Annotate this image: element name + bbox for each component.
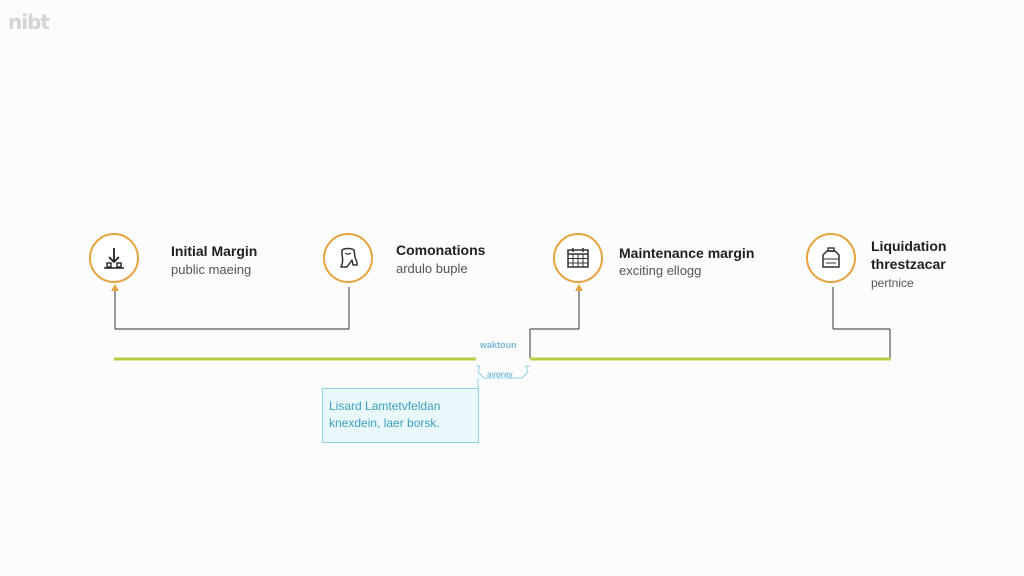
bottle-icon xyxy=(822,247,840,268)
arrow-up-icon xyxy=(575,284,583,291)
initial-margin-node xyxy=(89,233,139,283)
node-subtitle-initial-margin: public maeing xyxy=(171,262,252,277)
node-extra-liquidation: pertnice xyxy=(871,276,914,290)
callout-line-1: Lisard Lamtetvfeldan xyxy=(329,399,441,413)
arrow-up-icon xyxy=(111,284,119,291)
liquidation-node xyxy=(806,233,856,283)
brand-logo: nibt xyxy=(8,10,50,34)
node-title-maintenance-margin: Maintenance margin xyxy=(619,245,755,261)
timeline-gap-sublabel: avoray xyxy=(487,370,513,379)
fabric-icon xyxy=(340,247,358,268)
timeline-gap-label: waktoun xyxy=(480,340,517,350)
callout-box: Lisard Lamtetvfeldan knexdein, laer bors… xyxy=(322,388,479,443)
comonations-node xyxy=(323,233,373,283)
node-subtitle-maintenance-margin: exciting ellogg xyxy=(619,263,702,278)
callout-line-2: knexdein, laer borsk. xyxy=(329,416,440,430)
node-title-initial-margin: Initial Margin xyxy=(171,243,258,259)
node-title-liquidation: Liquidation xyxy=(871,238,947,254)
node-subtitle-comonations: ardulo buple xyxy=(396,261,468,276)
calendar-icon xyxy=(567,248,589,268)
node-title-comonations: Comonations xyxy=(396,242,486,258)
download-arrow-icon xyxy=(104,248,124,269)
node-subtitle-liquidation: threstzacar xyxy=(871,256,946,272)
maintenance-margin-node xyxy=(553,233,603,283)
timeline-gap-bracket xyxy=(476,365,530,379)
